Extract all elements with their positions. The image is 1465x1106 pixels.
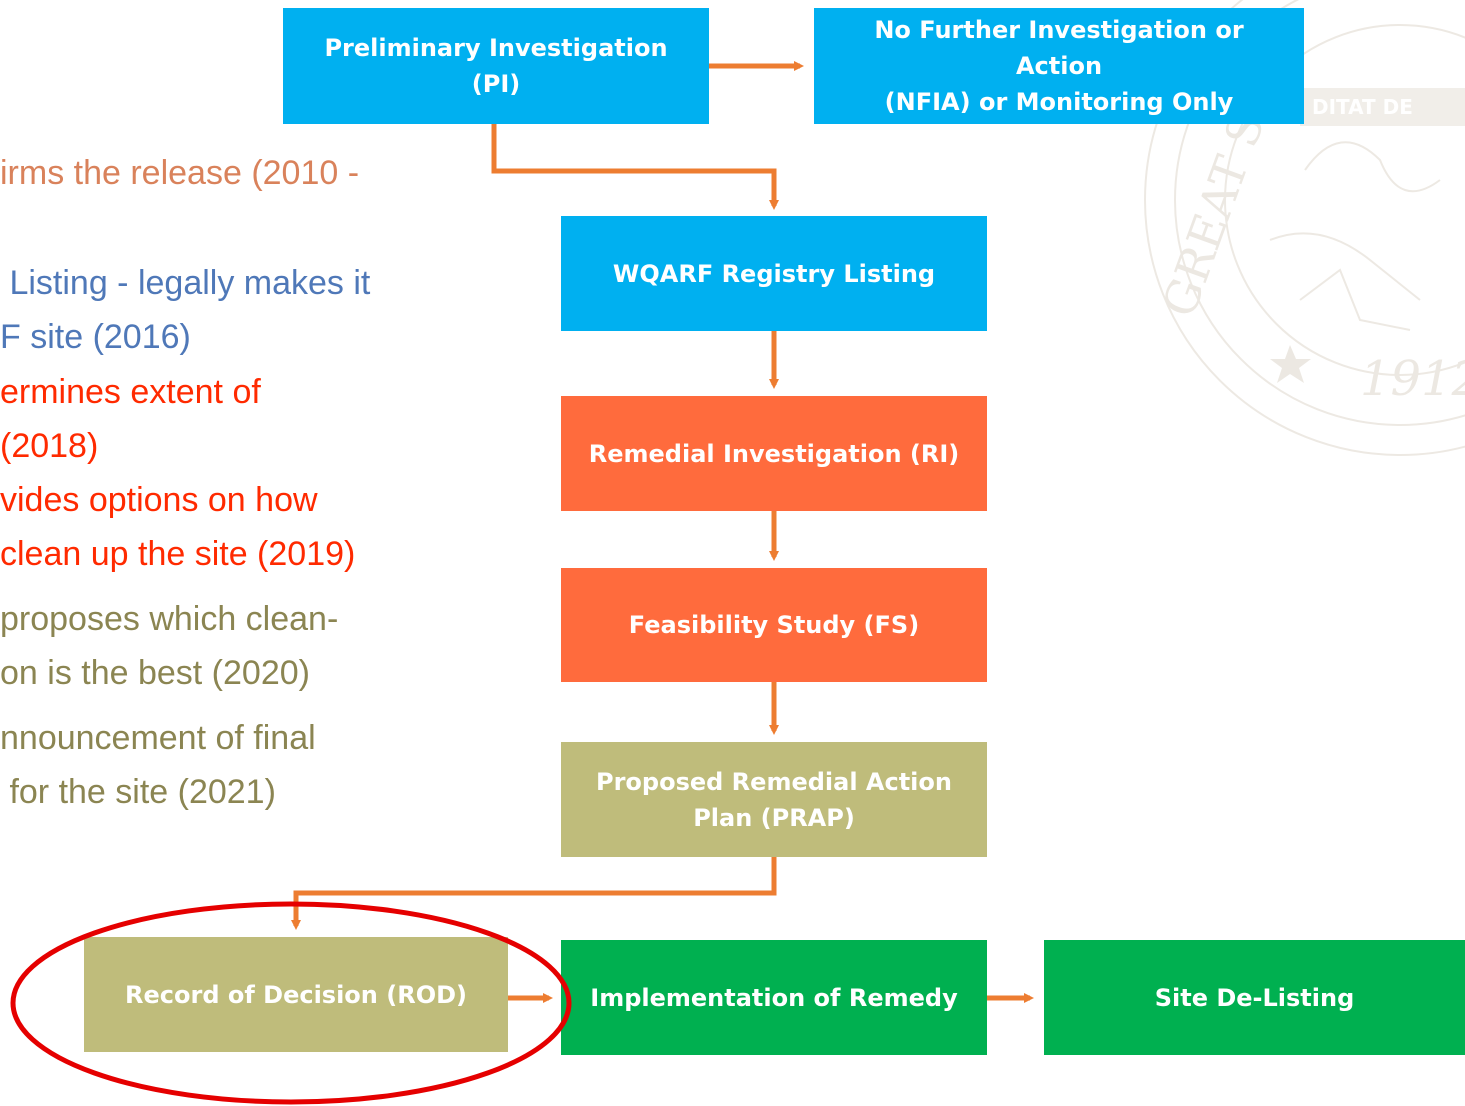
box-label: Remedial Investigation (RI) bbox=[588, 439, 960, 468]
box-label-line2: (NFIA) or Monitoring Only bbox=[884, 88, 1234, 116]
box-label: Implementation of Remedy bbox=[590, 983, 958, 1012]
box-preliminary-investigation: Preliminary Investigation (PI) bbox=[283, 8, 709, 124]
box-label: Record of Decision (ROD) bbox=[125, 980, 467, 1009]
box-label: Site De-Listing bbox=[1154, 983, 1355, 1012]
box-label: WQARF Registry Listing bbox=[612, 259, 936, 288]
seal-motto: DITAT DE bbox=[1312, 95, 1413, 119]
note-ri: ermines extent of (2018) bbox=[0, 373, 261, 466]
box-label-line1: No Further Investigation or Action bbox=[874, 16, 1244, 80]
box-label: Feasibility Study (FS) bbox=[628, 611, 920, 639]
box-record-of-decision: Record of Decision (ROD) bbox=[84, 937, 508, 1052]
note-pi: irms the release (2010 - bbox=[0, 154, 360, 192]
box-label: Preliminary Investigation (PI) bbox=[324, 34, 668, 98]
arrow-pi-to-wqarf bbox=[491, 124, 779, 210]
arrow-prap-to-rod bbox=[291, 857, 777, 930]
note-rod: nnouncement of final for the site (2021) bbox=[0, 719, 316, 812]
seal-star-icon bbox=[1270, 345, 1311, 383]
box-proposed-remedial-action-plan: Proposed Remedial Action Plan (PRAP) bbox=[561, 742, 987, 857]
box-label-line2: Plan (PRAP) bbox=[693, 803, 855, 832]
box-wqarf-registry-listing: WQARF Registry Listing bbox=[561, 216, 987, 331]
box-feasibility-study: Feasibility Study (FS) bbox=[561, 568, 987, 682]
box-nfia: No Further Investigation or Action (NFIA… bbox=[814, 8, 1304, 124]
note-fs: vides options on how clean up the site (… bbox=[0, 481, 356, 574]
seal-year: 1912 bbox=[1360, 351, 1465, 407]
box-implementation-of-remedy: Implementation of Remedy bbox=[561, 940, 987, 1055]
box-remedial-investigation: Remedial Investigation (RI) bbox=[561, 396, 987, 511]
note-prap: proposes which clean- on is the best (20… bbox=[0, 600, 339, 693]
box-site-delisting: Site De-Listing bbox=[1044, 940, 1465, 1055]
note-wqarf: Listing - legally makes it F site (2016) bbox=[0, 264, 371, 357]
seal-motto-band bbox=[1300, 88, 1465, 126]
box-label-line1: Proposed Remedial Action bbox=[596, 767, 952, 796]
